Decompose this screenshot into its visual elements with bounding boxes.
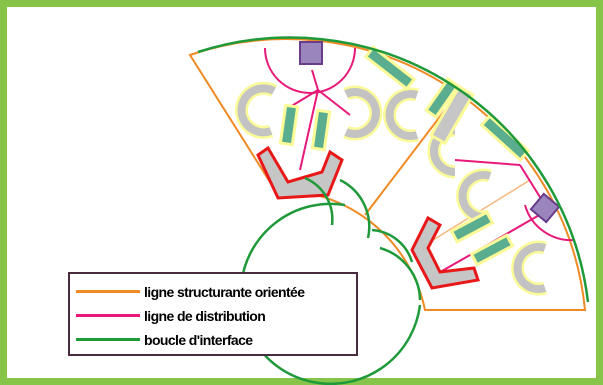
corners [256,145,480,290]
legend-item-interface: boucle d'interface [76,330,356,350]
bars [278,45,531,267]
bar-6 [449,210,495,244]
legend-swatch-orange [76,290,140,293]
node-top [299,41,323,65]
distribution-arc-right [524,204,576,242]
distribution-lines [264,47,576,276]
nodes [299,41,561,224]
ring-2 [344,88,380,138]
sector-divider [364,109,446,216]
legend: ligne structurante orientée ligne de dis… [68,272,358,356]
grey-bar [429,84,475,146]
legend-swatch-pink [76,314,140,317]
legend-item-structurante: ligne structurante orientée [76,282,356,302]
loop-small-2 [339,178,371,239]
loop-small-3 [371,228,414,263]
legend-label: ligne de distribution [144,308,266,324]
bar-3 [363,45,417,91]
ring-6 [513,243,547,293]
loop-small-1 [304,176,334,226]
legend-swatch-green [76,338,140,341]
corner-1 [256,145,344,200]
corner-2 [410,215,480,290]
legend-label: ligne structurante orientée [144,284,305,300]
ring-1 [237,84,276,137]
legend-label: boucle d'interface [144,332,253,348]
ring-3 [385,90,419,140]
bar-7 [469,233,515,267]
loop-small-4 [379,246,422,301]
node-right [529,192,561,224]
loop-outer [197,36,590,303]
bar-4 [424,76,460,120]
legend-item-distribution: ligne de distribution [76,306,356,326]
bar-2 [310,108,332,152]
distribution-arc-top [264,47,356,94]
bar-1 [278,103,300,147]
rings [237,84,547,293]
